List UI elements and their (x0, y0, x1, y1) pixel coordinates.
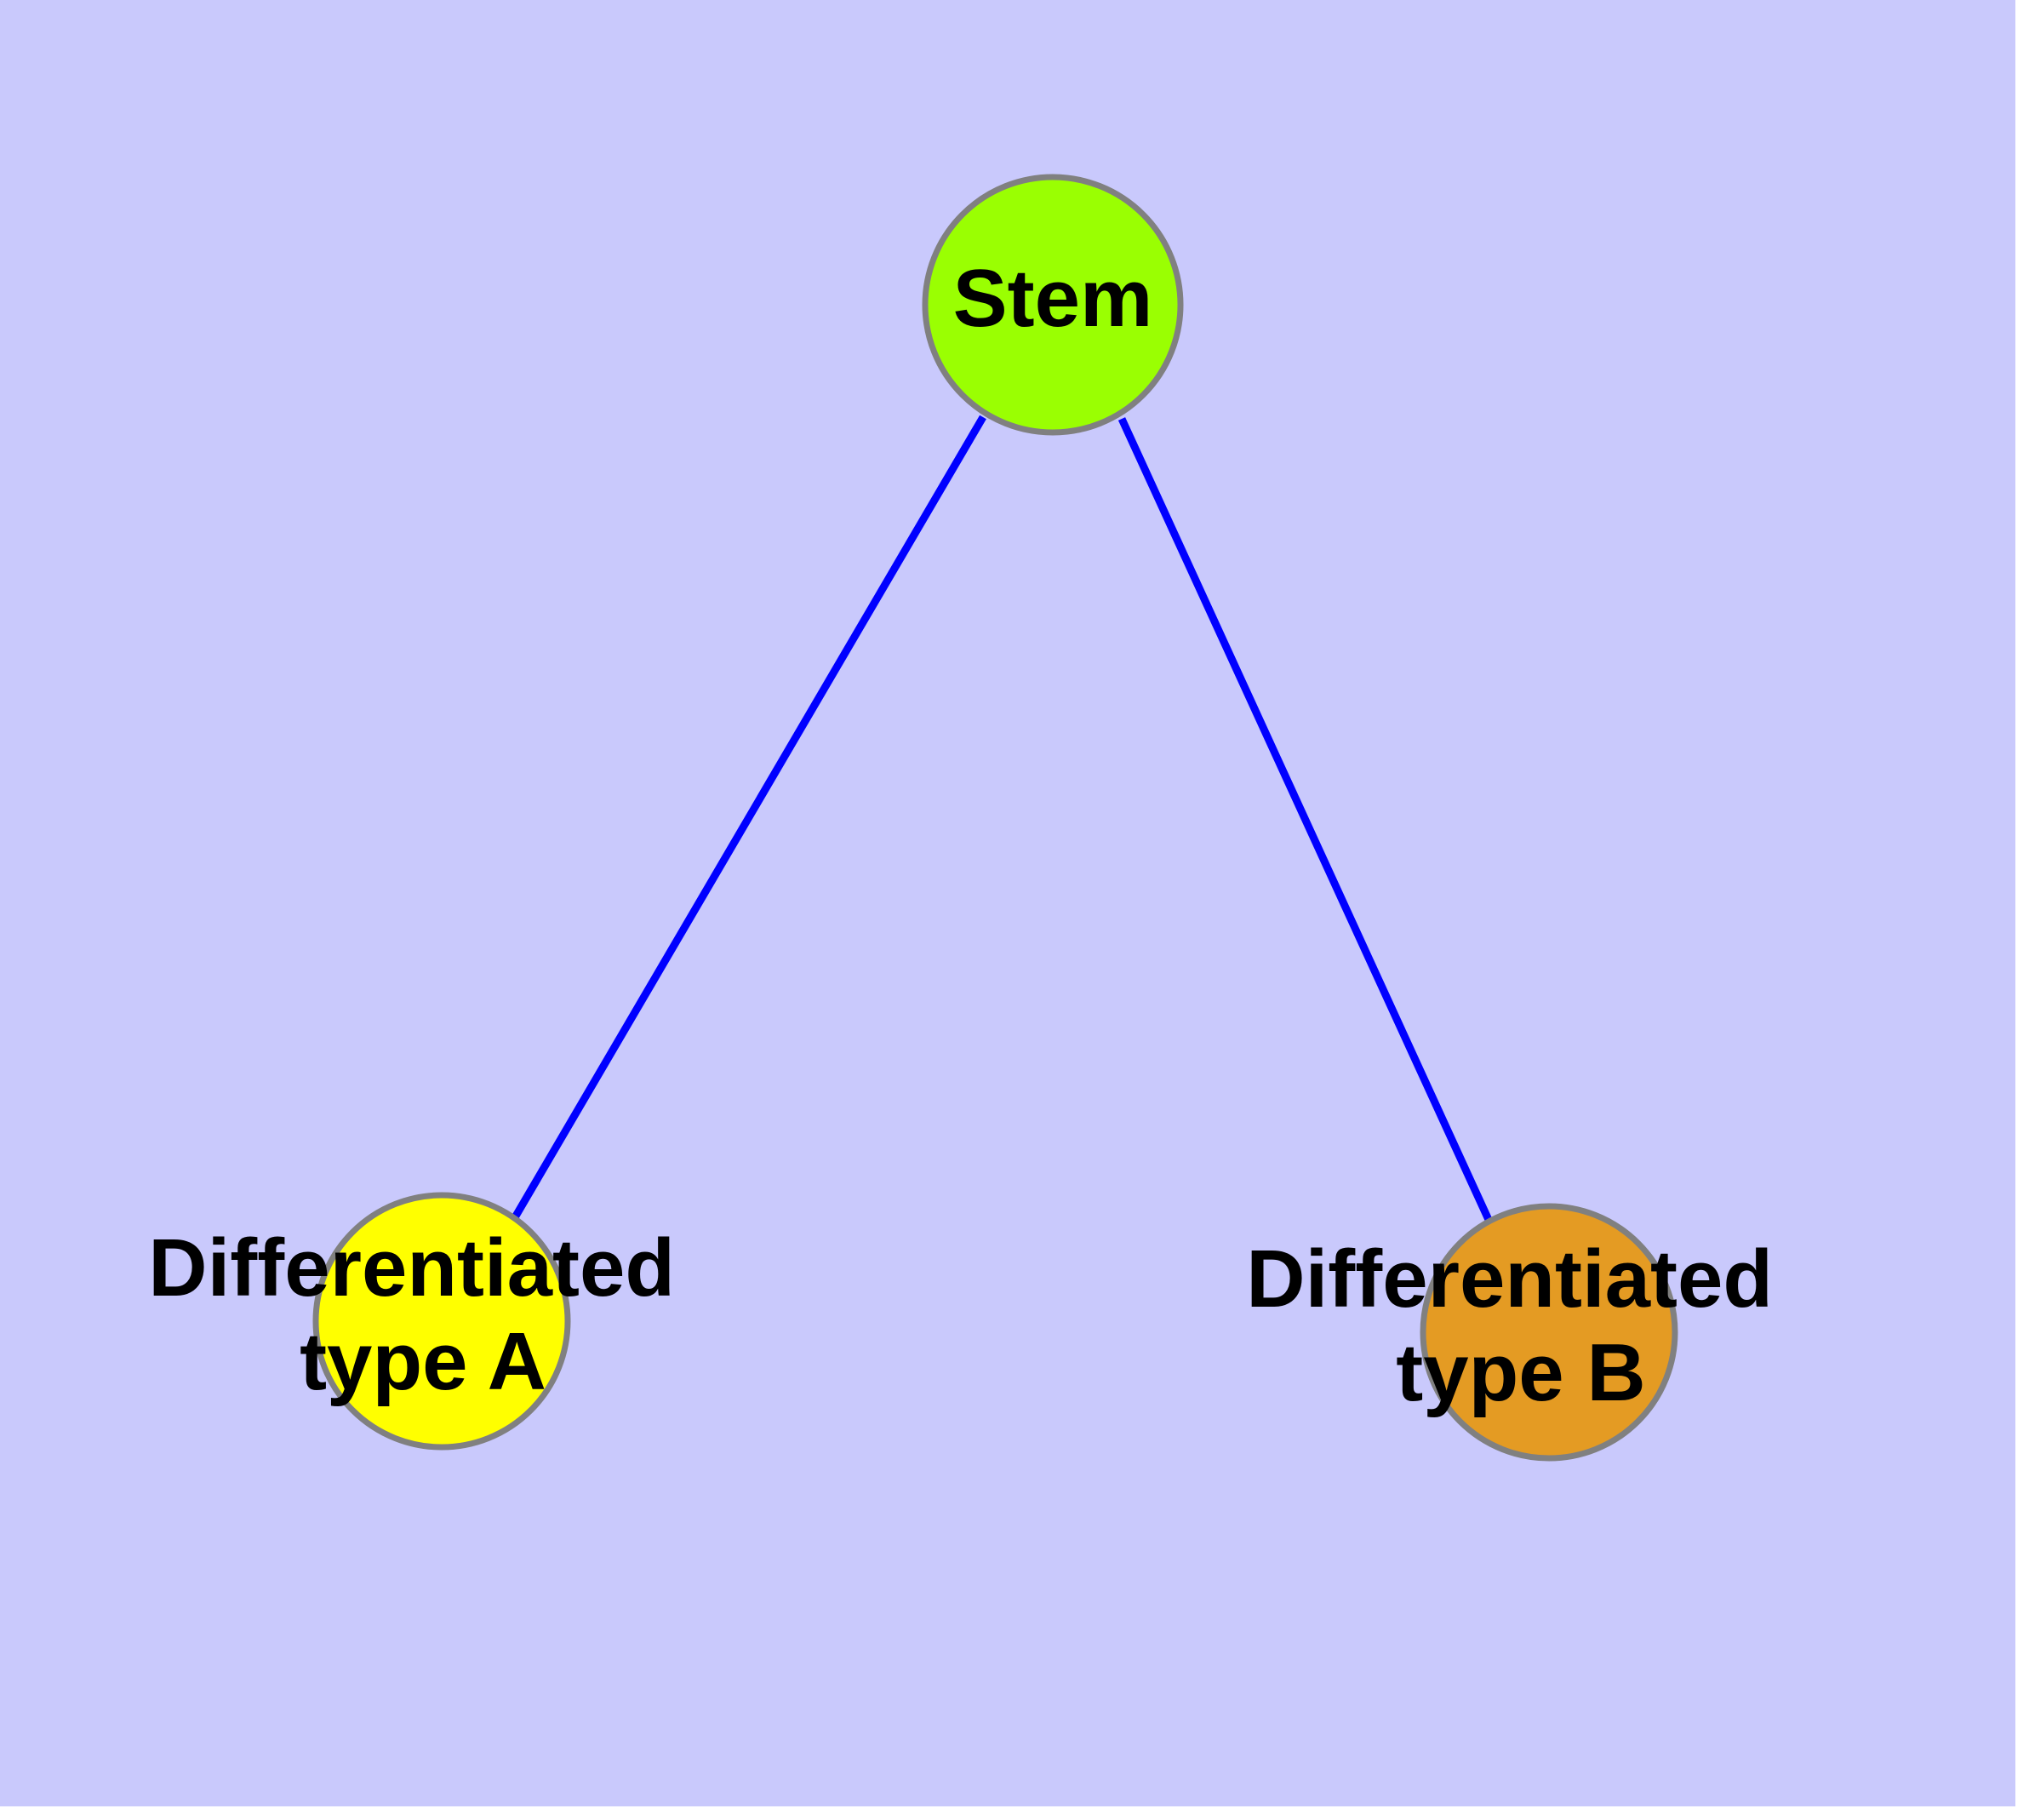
node-label-differentiated-type-b-line-2: type B (1396, 1327, 1645, 1418)
node-label-differentiated-type-b: Differentiated type B (1246, 1233, 1795, 1418)
node-label-differentiated-type-b-line-1: Differentiated (1246, 1233, 1773, 1325)
node-circle-differentiated-type-b[interactable] (1420, 1203, 1678, 1462)
node-label-differentiated-type-a: Differentiated type A (148, 1222, 697, 1407)
label-layer: Stem Differentiated type A Differentiate… (148, 253, 1795, 1418)
edge-stem-to-differentiated-type-a[interactable] (508, 415, 986, 1226)
node-label-differentiated-type-a-line-2: type A (300, 1316, 546, 1407)
node-circle-stem[interactable] (922, 174, 1184, 436)
node-circle-differentiated-type-a[interactable] (312, 1192, 571, 1451)
node-differentiated-type-b[interactable] (1420, 1203, 1678, 1462)
node-label-differentiated-type-a-line-1: Differentiated (148, 1222, 675, 1313)
node-differentiated-type-a[interactable] (312, 1192, 571, 1451)
edge-stem-to-differentiated-type-b[interactable] (1117, 417, 1494, 1223)
node-stem[interactable] (922, 174, 1184, 436)
edge-layer (508, 415, 1494, 1226)
node-label-stem: Stem (953, 253, 1153, 344)
node-label-stem-line-1: Stem (953, 253, 1153, 344)
node-layer (312, 174, 1678, 1462)
